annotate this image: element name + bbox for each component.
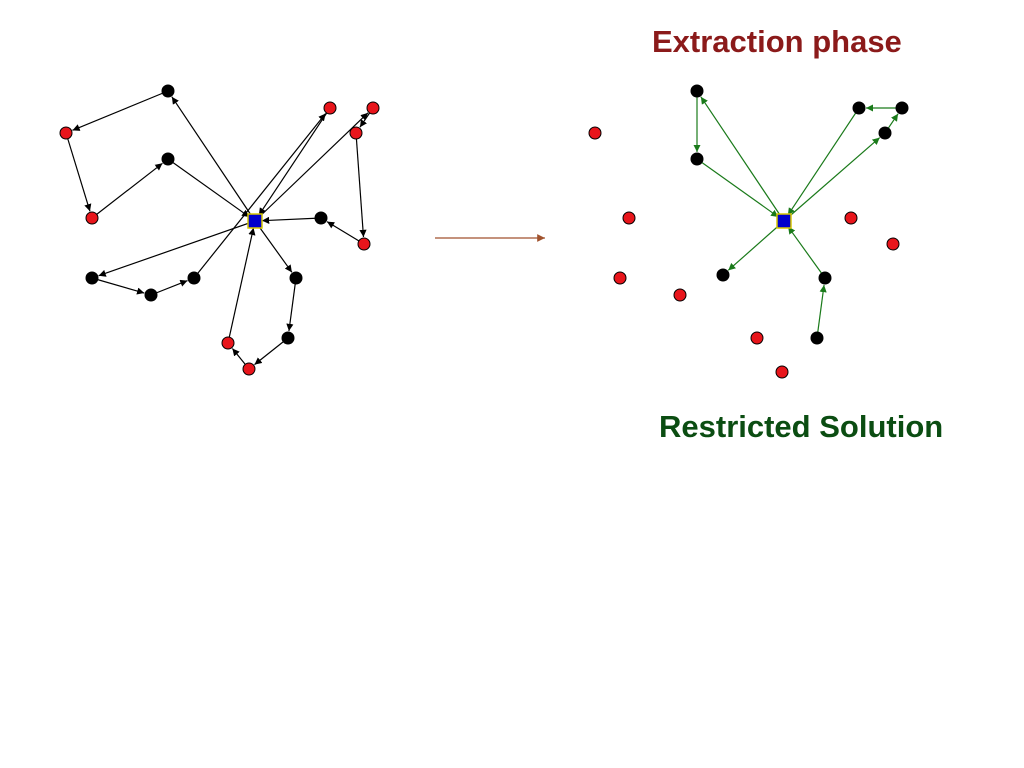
right-node-black [852,101,866,115]
right-node-red [588,126,602,140]
left-route-edge [286,277,297,332]
left-route-edge [326,221,365,245]
left-route-edge [65,132,92,212]
left-node-black [187,271,201,285]
left-route-edge [355,132,367,238]
right-node-black [878,126,892,140]
left-depot-node [247,213,263,229]
right-route-edge [783,137,881,222]
right-node-red [775,365,789,379]
left-route-edge [98,220,256,277]
right-node-red [613,271,627,285]
right-graph-edges [693,91,902,339]
left-node-red [366,101,380,115]
right-node-black [895,101,909,115]
right-node-red [750,331,764,345]
left-node-black [161,152,175,166]
left-node-red [59,126,73,140]
right-node-black [716,268,730,282]
left-node-red [85,211,99,225]
diagram-caption: Restricted Solution [659,409,944,444]
right-route-edge [700,96,785,222]
left-route-edge [91,277,145,295]
left-node-red [323,101,337,115]
left-node-black [281,331,295,345]
right-route-edge [696,158,779,218]
right-node-black [810,331,824,345]
left-node-black [85,271,99,285]
right-node-black [690,84,704,98]
left-node-black [144,288,158,302]
left-route-edge [171,96,256,222]
right-route-edge [727,220,785,271]
left-route-edge [227,227,256,344]
left-route-edge [254,112,369,222]
right-depot-node [776,213,792,229]
right-route-edge [816,284,827,339]
left-node-red [221,336,235,350]
left-node-black [289,271,303,285]
left-node-red [349,126,363,140]
left-graph-edges [65,90,374,370]
left-node-red [242,362,256,376]
left-route-edge [72,90,169,131]
left-route-edge [258,107,331,216]
diagram-title: Extraction phase [652,24,902,59]
left-route-edge [193,113,327,279]
right-route-edge [787,107,860,216]
left-route-edge [167,158,250,218]
right-node-red [673,288,687,302]
right-graph-nodes [588,84,909,379]
left-node-black [314,211,328,225]
left-route-edge [254,337,289,366]
right-node-red [844,211,858,225]
right-node-black [690,152,704,166]
left-route-edge [150,279,188,296]
right-route-edge [787,226,826,279]
right-node-black [818,271,832,285]
left-route-edge [254,220,293,273]
right-node-red [622,211,636,225]
left-graph-nodes [59,84,380,376]
left-route-edge [261,216,322,224]
left-node-black [161,84,175,98]
right-node-red [886,237,900,251]
left-node-red [357,237,371,251]
left-route-edge [91,162,163,219]
